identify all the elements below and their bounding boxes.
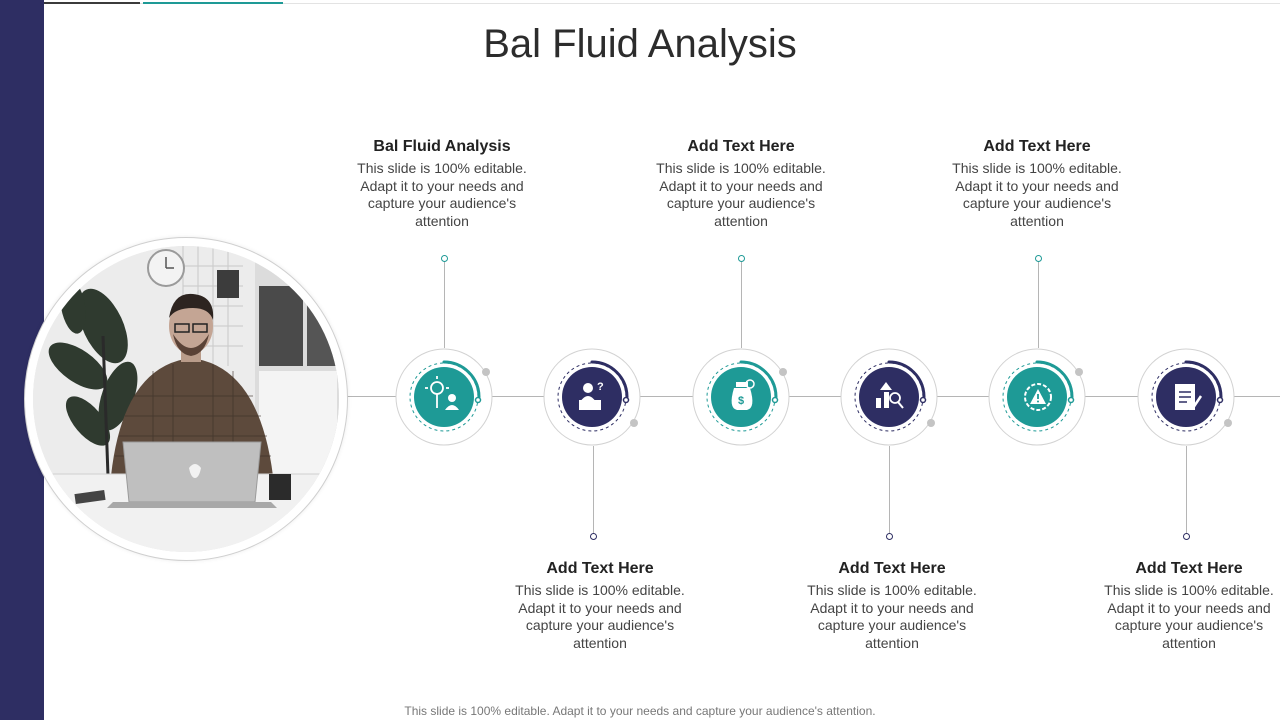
step-body: This slide is 100% editable. Adapt it to… [515,582,685,651]
connector-dot-3 [738,255,745,262]
connector-line-3 [741,259,742,348]
step-node-2: ? [543,348,643,448]
step-text-1: Bal Fluid Analysis This slide is 100% ed… [352,138,532,230]
step-text-3: Add Text Here This slide is 100% editabl… [651,138,831,230]
man-with-laptop-photo [33,246,339,552]
connector-dot-5 [1035,255,1042,262]
step-heading: Bal Fluid Analysis [373,138,511,155]
step-body: This slide is 100% editable. Adapt it to… [952,160,1122,229]
step-body: This slide is 100% editable. Adapt it to… [1104,582,1274,651]
growth-search-icon [876,382,904,409]
step-node-5 [988,348,1088,448]
connector-line-5 [1038,259,1039,348]
step-body: This slide is 100% editable. Adapt it to… [357,160,527,229]
step-heading: Add Text Here [838,560,946,577]
step-text-6: Add Text Here This slide is 100% editabl… [1099,560,1279,652]
connector-line-1 [444,259,445,348]
footer-note: This slide is 100% editable. Adapt it to… [404,704,876,718]
connector-line-2 [593,446,594,536]
step-heading: Add Text Here [1135,560,1243,577]
document-checklist-icon [1175,384,1203,410]
step-heading: Add Text Here [687,138,795,155]
top-accent-teal [143,2,283,4]
slide-title: Bal Fluid Analysis [483,22,797,66]
connector-dot-4 [886,533,893,540]
svg-text:$: $ [738,395,744,407]
top-divider [44,3,1280,4]
step-heading: Add Text Here [546,560,654,577]
step-body: This slide is 100% editable. Adapt it to… [656,160,826,229]
timeline-line [344,396,1280,397]
step-text-5: Add Text Here This slide is 100% editabl… [947,138,1127,230]
svg-text:?: ? [597,381,604,393]
connector-line-6 [1186,446,1187,536]
money-bag-icon: $ [731,379,755,410]
step-node-1 [395,348,495,448]
top-accent-dark [44,2,140,4]
step-text-4: Add Text Here This slide is 100% editabl… [802,560,982,652]
step-heading: Add Text Here [983,138,1091,155]
idea-person-icon [425,376,459,410]
connector-line-4 [889,446,890,536]
connector-dot-2 [590,533,597,540]
step-node-6 [1137,348,1237,448]
connector-dot-6 [1183,533,1190,540]
step-node-3: $ [692,348,792,448]
step-text-2: Add Text Here This slide is 100% editabl… [510,560,690,652]
step-node-4 [840,348,940,448]
gear-warning-icon [1024,383,1052,411]
presenter-question-icon: ? [579,381,604,410]
connector-dot-1 [441,255,448,262]
step-body: This slide is 100% editable. Adapt it to… [807,582,977,651]
